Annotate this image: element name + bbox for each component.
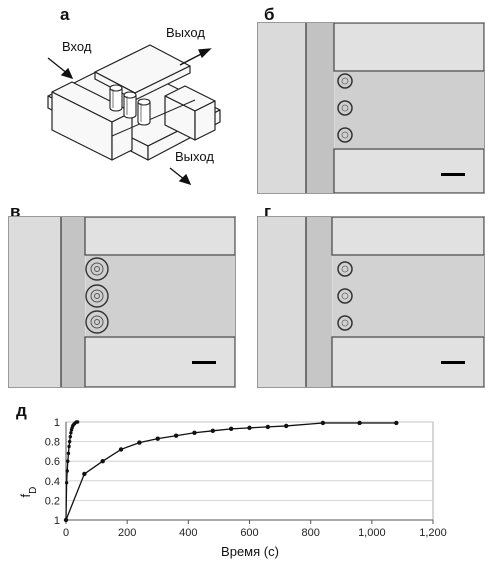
micrograph-c [8, 216, 236, 388]
data-point [210, 428, 215, 434]
data-point [65, 469, 69, 473]
outlet-top-label: Выход [166, 25, 205, 40]
data-point [192, 430, 197, 435]
series-line-2 [65, 422, 397, 521]
data-point [67, 439, 72, 444]
data-point [68, 435, 72, 439]
x-tick-label: 200 [118, 527, 136, 539]
micrograph-c-image [9, 217, 235, 387]
data-point [66, 459, 70, 463]
micrograph-b [257, 22, 485, 194]
y-axis-label-main: f [18, 493, 33, 497]
data-point [155, 436, 160, 441]
y-tick-label: 1 [54, 417, 60, 429]
micrograph-b-image [258, 23, 484, 193]
chart-grid [65, 421, 434, 521]
y-tick-label: 0.8 [45, 437, 60, 449]
panel-b-label: б [264, 5, 275, 24]
data-point [75, 420, 80, 424]
data-point [284, 423, 289, 429]
y-tick-label: 0.4 [45, 476, 60, 488]
device-schematic [47, 44, 221, 186]
inlet-label: Вход [62, 39, 92, 54]
x-tick-label: 0 [63, 527, 69, 539]
y-axis-label: fD [18, 487, 39, 498]
micrograph-d-image [258, 217, 484, 387]
micrograph-d [257, 216, 485, 388]
panel-e-label: д [16, 401, 27, 420]
y-tick-label: 0.6 [45, 456, 60, 468]
data-point [66, 451, 71, 456]
data-point [394, 420, 399, 426]
y-tick-label: 0.2 [45, 495, 60, 507]
data-point [64, 481, 69, 485]
x-tick-label: 400 [179, 527, 197, 539]
outlet-bottom-label: Выход [175, 149, 214, 164]
data-point [118, 447, 124, 452]
data-point [67, 444, 71, 449]
panel-c-label: в [10, 202, 21, 221]
chart-series [63, 420, 399, 523]
data-point [320, 420, 326, 426]
x-axis-label: Время (с) [221, 544, 279, 559]
y-axis-label-sub: D [28, 487, 39, 494]
data-point [69, 431, 73, 435]
data-point [100, 459, 105, 464]
panel-d-label: г [264, 202, 272, 221]
data-point [63, 517, 69, 523]
panel-a-label: а [60, 5, 70, 24]
plot-area [65, 421, 434, 521]
data-point [357, 420, 362, 426]
data-point [228, 426, 234, 432]
data-point [247, 425, 252, 431]
x-tick-label: 600 [240, 527, 258, 539]
data-point [82, 471, 87, 477]
y-tick-label: 1 [54, 515, 60, 527]
x-tick-label: 1,200 [419, 527, 447, 539]
data-point [137, 440, 142, 445]
data-point [265, 424, 271, 430]
x-tick-label: 1,000 [358, 527, 386, 539]
x-tick-label: 800 [301, 527, 319, 539]
data-point [173, 433, 179, 438]
